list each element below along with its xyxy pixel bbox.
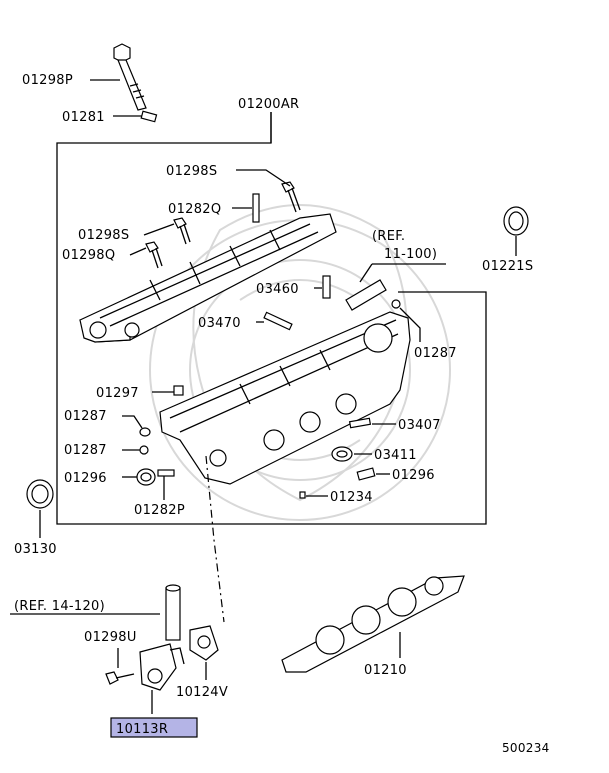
label-01281[interactable]: 01281 bbox=[62, 110, 105, 125]
bolt-01298P bbox=[113, 43, 147, 111]
seal-03130 bbox=[26, 479, 54, 509]
label-03407[interactable]: 03407 bbox=[398, 418, 441, 433]
plug-01234 bbox=[299, 491, 306, 499]
bolt-01298U bbox=[105, 671, 135, 685]
label-01298S-top[interactable]: 01298S bbox=[166, 164, 217, 179]
cylinder-head bbox=[159, 311, 411, 485]
bolt-01298S-left bbox=[173, 217, 191, 245]
label-01287-a[interactable]: 01287 bbox=[64, 409, 107, 424]
seal-01221S bbox=[503, 206, 529, 236]
label-01210[interactable]: 01210 bbox=[364, 663, 407, 678]
label-01298U[interactable]: 01298U bbox=[84, 630, 137, 645]
water-pipe bbox=[165, 584, 181, 641]
label-01287-b[interactable]: 01287 bbox=[64, 443, 107, 458]
bolt-01282Q bbox=[252, 193, 260, 223]
diagram-id: 500234 bbox=[502, 741, 550, 755]
gasket-10124V bbox=[189, 625, 219, 661]
label-03460[interactable]: 03460 bbox=[256, 282, 299, 297]
label-03411[interactable]: 03411 bbox=[374, 448, 417, 463]
seal-03411 bbox=[331, 446, 353, 462]
pin-03460 bbox=[322, 275, 331, 299]
outlet-housing-10113R bbox=[139, 643, 185, 691]
plug-01287-right bbox=[391, 299, 401, 309]
seal-01296-left bbox=[136, 468, 156, 486]
label-ref-14-120: (REF. 14-120) bbox=[14, 599, 105, 614]
label-ref-11-100-line2: 11-100) bbox=[384, 247, 437, 262]
camshaft-housing bbox=[79, 213, 337, 343]
cam-sensor bbox=[345, 279, 387, 311]
label-03130[interactable]: 03130 bbox=[14, 542, 57, 557]
plug-01287-a bbox=[139, 427, 151, 437]
highlight-10113R bbox=[110, 717, 198, 738]
label-01287-right[interactable]: 01287 bbox=[414, 346, 457, 361]
bolt-01298S-top bbox=[281, 181, 301, 213]
label-01296-right[interactable]: 01296 bbox=[392, 468, 435, 483]
head-gasket-01210 bbox=[281, 575, 465, 673]
stud-01282P bbox=[157, 469, 175, 500]
seal-03407 bbox=[348, 417, 372, 429]
label-01298P[interactable]: 01298P bbox=[22, 73, 73, 88]
guide-03470 bbox=[263, 311, 293, 331]
label-01298Q[interactable]: 01298Q bbox=[62, 248, 115, 263]
label-10113R[interactable]: 10113R bbox=[116, 722, 168, 737]
label-ref-11-100-line1: (REF. bbox=[372, 229, 405, 244]
label-01298S-left[interactable]: 01298S bbox=[78, 228, 129, 243]
plug-01297 bbox=[173, 385, 184, 396]
bolt-01298Q bbox=[145, 241, 163, 269]
label-01282Q[interactable]: 01282Q bbox=[168, 202, 221, 217]
stud-01281 bbox=[140, 110, 158, 123]
label-01296-left[interactable]: 01296 bbox=[64, 471, 107, 486]
label-10124V[interactable]: 10124V bbox=[176, 685, 228, 700]
plug-01287-b bbox=[139, 445, 149, 455]
label-01221S[interactable]: 01221S bbox=[482, 259, 533, 274]
label-03470[interactable]: 03470 bbox=[198, 316, 241, 331]
seal-01296-right bbox=[356, 467, 376, 481]
label-01200AR[interactable]: 01200AR bbox=[238, 97, 299, 112]
label-01282P[interactable]: 01282P bbox=[134, 503, 185, 518]
label-01234[interactable]: 01234 bbox=[330, 490, 373, 505]
label-01297[interactable]: 01297 bbox=[96, 386, 139, 401]
